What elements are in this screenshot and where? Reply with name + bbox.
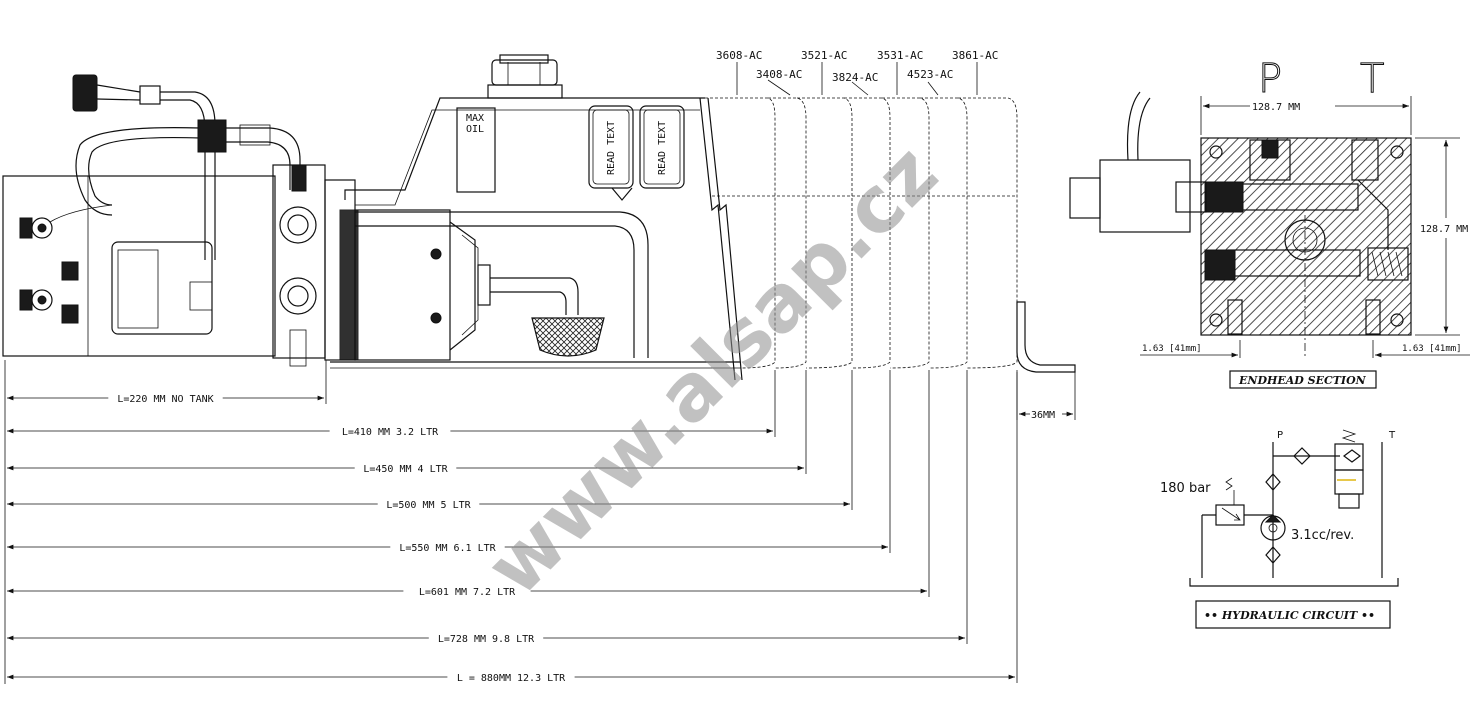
mounting-bracket: 36MM (1016, 301, 1076, 421)
part-code-3408: 3408-AC (756, 68, 802, 81)
right-offset-dim: 1.63 [41mm] (1402, 344, 1462, 354)
max-label: MAX (466, 113, 484, 124)
dimension-label: L=500 MM 5 LTR (386, 500, 471, 511)
dimension-label: L = 880MM 12.3 LTR (457, 673, 566, 684)
dimension-label: L=450 MM 4 LTR (363, 464, 448, 475)
endhead-section: P T 128.7 MM 128.7 MM (1069, 56, 1470, 389)
part-code-3608: 3608-AC (716, 49, 762, 62)
dimension-label: L=601 MM 7.2 LTR (419, 587, 516, 598)
part-code-3521: 3521-AC (801, 49, 847, 62)
part-codes: 3608-AC 3521-AC 3531-AC 3861-AC 3408-AC … (716, 49, 998, 84)
wire-harness (49, 74, 301, 260)
relief-valve (1215, 504, 1245, 526)
left-offset-dim: 1.63 [41mm] (1142, 344, 1202, 354)
terminal-bolts (19, 217, 79, 324)
read-text-sticker-2 (639, 105, 685, 189)
connector-plug (72, 74, 98, 112)
watermark: www.alsap.cz (470, 128, 955, 613)
tank-variant-outlines (705, 62, 1018, 369)
max-oil-window (456, 107, 496, 193)
endhead-height-dim: 128.7 MM (1420, 224, 1468, 235)
oil-label: OIL (466, 124, 484, 135)
power-unit-side-view: MAX OIL READ TEXT READ TEXT (2, 54, 743, 381)
circuit-port-t: T (1388, 430, 1396, 441)
bracket-dimension: 36MM (1031, 410, 1055, 421)
relief-pressure: 180 bar (1160, 481, 1211, 496)
endhead-port-t: T (1360, 56, 1384, 102)
endhead-width-dim: 128.7 MM (1252, 102, 1300, 113)
dimension-label: L=728 MM 9.8 LTR (438, 634, 535, 645)
pump-housing (354, 209, 451, 361)
endhead-section-title: ENDHEAD SECTION (1238, 374, 1367, 387)
circuit-port-p: P (1277, 430, 1283, 441)
endhead-port-p: P (1258, 56, 1282, 102)
filter-symbol (1293, 447, 1311, 465)
motor-body (2, 175, 276, 357)
part-code-3531: 3531-AC (877, 49, 923, 62)
read-text-label-2: READ TEXT (657, 121, 668, 175)
hydraulic-circuit-title: •• HYDRAULIC CIRCUIT •• (1204, 609, 1375, 622)
part-code-3861: 3861-AC (952, 49, 998, 62)
part-code-3824: 3824-AC (832, 71, 878, 84)
part-code-4523: 4523-AC (907, 68, 953, 81)
filler-cap (487, 54, 563, 99)
dimension-label: L=220 MM NO TANK (117, 394, 213, 405)
end-head-block (272, 164, 326, 359)
starter-solenoid (111, 241, 213, 335)
dimension-label: L=550 MM 6.1 LTR (399, 543, 496, 554)
suction-strainer (531, 317, 605, 357)
wire-grommet (197, 119, 227, 153)
hydraulic-circuit: P T 180 bar 3.1cc/rev. •• HYDRAULIC CIR (1160, 429, 1399, 629)
endhead-block (1200, 137, 1412, 336)
read-text-sticker-1 (588, 105, 634, 189)
read-text-label-1: READ TEXT (606, 121, 617, 175)
length-dimensions: L=220 MM NO TANK L=410 MM 3.2 LTR L=450 MM… (4, 360, 1018, 684)
dimension-label: L=410 MM 3.2 LTR (342, 427, 439, 438)
pump-displacement: 3.1cc/rev. (1291, 528, 1354, 543)
